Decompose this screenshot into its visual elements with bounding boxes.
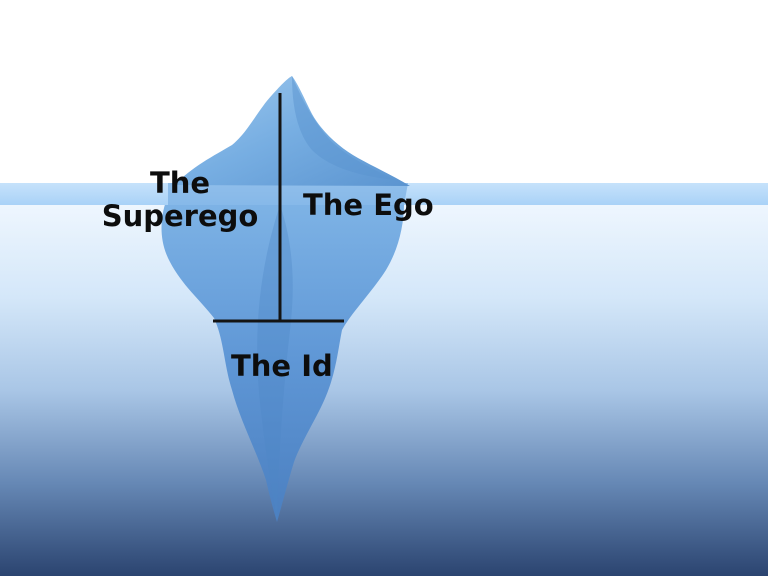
iceberg-submerged [161,196,405,522]
label-id: The Id [231,349,333,383]
label-superego-line1: The [149,166,211,200]
sky-background [0,0,768,183]
label-ego: The Ego [303,188,434,222]
iceberg-shading [257,205,293,522]
label-superego: The Superego [100,167,260,233]
waterline-iceberg-section [168,183,408,205]
label-superego-line2: Superego [101,199,259,233]
iceberg-tip-highlight [292,76,395,180]
